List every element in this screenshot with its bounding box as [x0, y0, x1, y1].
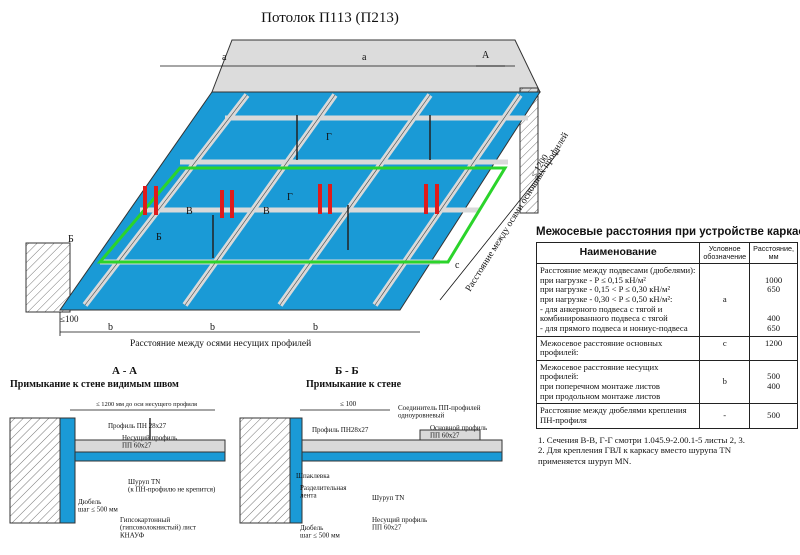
svg-text:Шуруп TN: Шуруп TN — [372, 494, 404, 502]
section-aa: А - А Примыкание к стене видимым швом ≤ … — [9, 365, 226, 539]
section-aa-subtitle: Примыкание к стене видимым швом — [10, 379, 179, 390]
section-bb-title: Б - Б — [335, 365, 359, 377]
dimension-lines — [59, 65, 561, 336]
notes: 1. Сечения В-В, Г-Г смотри 1.045.9-2.00.… — [536, 435, 798, 468]
col-name-header: Наименование — [535, 241, 701, 265]
highlight-frame — [96, 166, 508, 264]
section-aa-dim: ≤ 1200 мм до оси несущего профиля — [96, 401, 197, 408]
svg-text:Шпаклевка: Шпаклевка — [296, 472, 331, 480]
section-bb: Б - Б Примыкание к стене ≤ 100 Соедините… — [239, 365, 503, 540]
svg-text:Шуруп TN(к ПН-профилю не крепи: Шуруп TN(к ПН-профилю не крепится) — [128, 478, 216, 494]
svg-text:В: В — [263, 206, 270, 217]
svg-text:a: a — [222, 52, 227, 63]
svg-text:В: В — [186, 206, 193, 217]
col-symbol-header: Условное обозначение — [699, 241, 751, 265]
svg-text:Профиль ПН28х27: Профиль ПН28х27 — [312, 426, 369, 434]
svg-text:Б: Б — [156, 232, 162, 243]
bottom-caption: Расстояние между осями несущих профилей — [130, 338, 311, 349]
ceiling-boards — [59, 91, 541, 311]
spec-table: Наименование Условное обозначение Рассто… — [535, 241, 798, 429]
svg-text:А: А — [482, 50, 490, 61]
svg-text:a: a — [362, 52, 367, 63]
svg-text:c: c — [455, 260, 460, 271]
svg-text:b: b — [313, 322, 318, 333]
table-row: Межосевое расстояние основных профилей: … — [535, 335, 798, 361]
svg-text:≤ 100: ≤ 100 — [340, 400, 357, 408]
svg-text:Профиль ПН 28х27: Профиль ПН 28х27 — [108, 422, 167, 430]
red-markers — [143, 184, 439, 218]
svg-text:b: b — [210, 322, 215, 333]
svg-text:≤100: ≤100 — [60, 314, 79, 324]
svg-text:Г: Г — [326, 132, 332, 143]
left-wall — [25, 242, 71, 313]
table-row: Расстояние между подвесами (дюбелями): п… — [535, 263, 798, 337]
spec-panel: Межосевые расстояния при устройстве карк… — [535, 226, 800, 468]
svg-text:Б: Б — [68, 234, 74, 245]
spec-title: Межосевые расстояния при устройстве карк… — [536, 226, 800, 238]
section-aa-title: А - А — [112, 365, 137, 377]
hangers — [212, 115, 431, 258]
svg-text:Г: Г — [287, 192, 293, 203]
table-row: Межосевое расстояние несущих профилей: п… — [535, 359, 798, 405]
drawing-title: Потолок П113 (П213) — [261, 10, 399, 26]
table-row: Расстояние между дюбелями крепления ПН-п… — [535, 403, 798, 429]
note-1: 1. Сечения В-В, Г-Г смотри 1.045.9-2.00.… — [538, 434, 746, 445]
section-bb-subtitle: Примыкание к стене — [306, 379, 402, 390]
col-value-header: Расстояние, мм — [749, 241, 798, 265]
svg-text:Гипсокартонный(гипсоволокнисты: Гипсокартонный(гипсоволокнистый) листКНА… — [120, 516, 196, 539]
note-2: 2. Для крепления ГВЛ к каркасу вместо шу… — [538, 445, 732, 467]
svg-text:b: b — [108, 322, 113, 333]
